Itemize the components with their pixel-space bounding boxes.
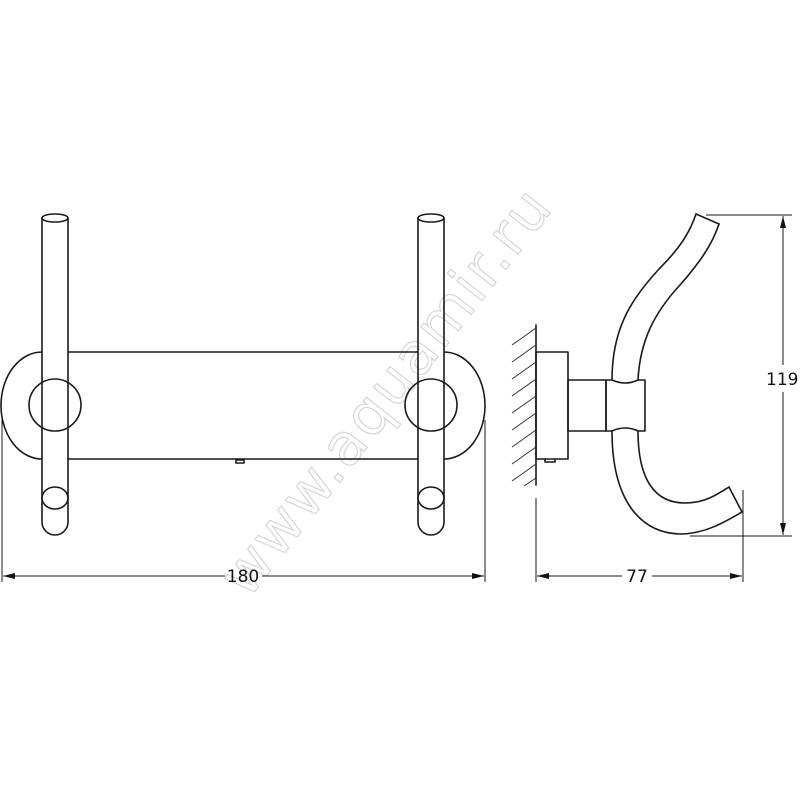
wall-mount-base: [535, 351, 569, 460]
width-dimension-label: 180: [227, 567, 259, 587]
wall-hatch: [511, 324, 537, 487]
watermark: www.aquamir.ru: [205, 174, 565, 609]
back-plate: [0, 351, 486, 464]
set-screw: [235, 459, 245, 464]
set-screw: [544, 458, 556, 463]
height-dimension-label: 119: [766, 370, 798, 390]
left-hook: [28, 213, 82, 536]
side-view: 119 77: [511, 213, 798, 587]
depth-dimension: 77: [535, 490, 744, 587]
height-dimension: 119: [690, 214, 798, 537]
front-view: 180: [0, 213, 486, 587]
depth-dimension-label: 77: [626, 567, 648, 587]
hook-clamp: [605, 379, 646, 432]
width-dimension: 180: [1, 420, 486, 587]
neck: [567, 379, 607, 432]
double-hook-profile: [611, 213, 743, 535]
right-hook: [404, 213, 458, 536]
